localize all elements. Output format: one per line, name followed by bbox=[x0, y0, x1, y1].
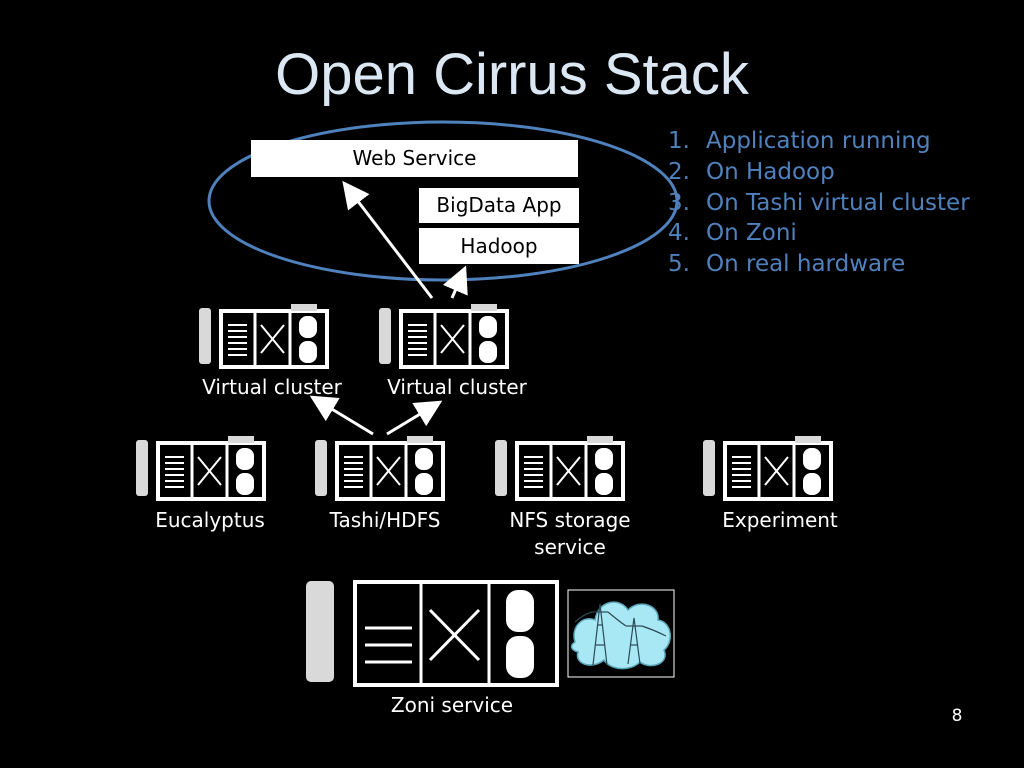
server-icon bbox=[313, 434, 445, 501]
list-item: 1.Application running bbox=[668, 128, 931, 154]
power-cloud-icon bbox=[567, 589, 675, 678]
virtual-cluster-label: Virtual cluster bbox=[387, 375, 527, 399]
list-item: 3.On Tashi virtual cluster bbox=[668, 189, 970, 216]
list-item: 2.On Hadoop bbox=[668, 158, 835, 185]
server-icon bbox=[134, 434, 266, 501]
arrow-to-web-service bbox=[342, 180, 434, 299]
server-icon bbox=[377, 302, 509, 369]
hadoop-box: Hadoop bbox=[419, 228, 579, 264]
web-service-box: Web Service bbox=[251, 140, 578, 177]
list-item: 4.On Zoni bbox=[668, 220, 797, 247]
page-number: 8 bbox=[951, 706, 963, 726]
arrow-to-hadoop bbox=[442, 265, 468, 299]
server-icon bbox=[493, 434, 625, 501]
virtual-cluster-label: Virtual cluster bbox=[202, 375, 342, 399]
zoni-server-icon bbox=[306, 580, 559, 687]
server-icon bbox=[701, 434, 833, 501]
zoni-service-label: Zoni service bbox=[390, 693, 514, 717]
tashi-hdfs-label: Tashi/HDFS bbox=[329, 508, 441, 532]
nfs-storage-label: NFS storage service bbox=[509, 508, 631, 559]
server-icon bbox=[197, 302, 329, 369]
bigdata-app-box: BigData App bbox=[419, 188, 579, 223]
slide-title: Open Cirrus Stack bbox=[275, 42, 749, 107]
experiment-label: Experiment bbox=[722, 508, 838, 532]
steps-list: 1.Application running 2.On Hadoop 3.On T… bbox=[668, 126, 970, 280]
eucalyptus-label: Eucalyptus bbox=[155, 508, 265, 532]
arrow-to-virtual-cluster-1 bbox=[309, 395, 374, 436]
list-item: 5.On real hardware bbox=[668, 251, 906, 278]
arrow-to-virtual-cluster-2 bbox=[386, 400, 443, 436]
